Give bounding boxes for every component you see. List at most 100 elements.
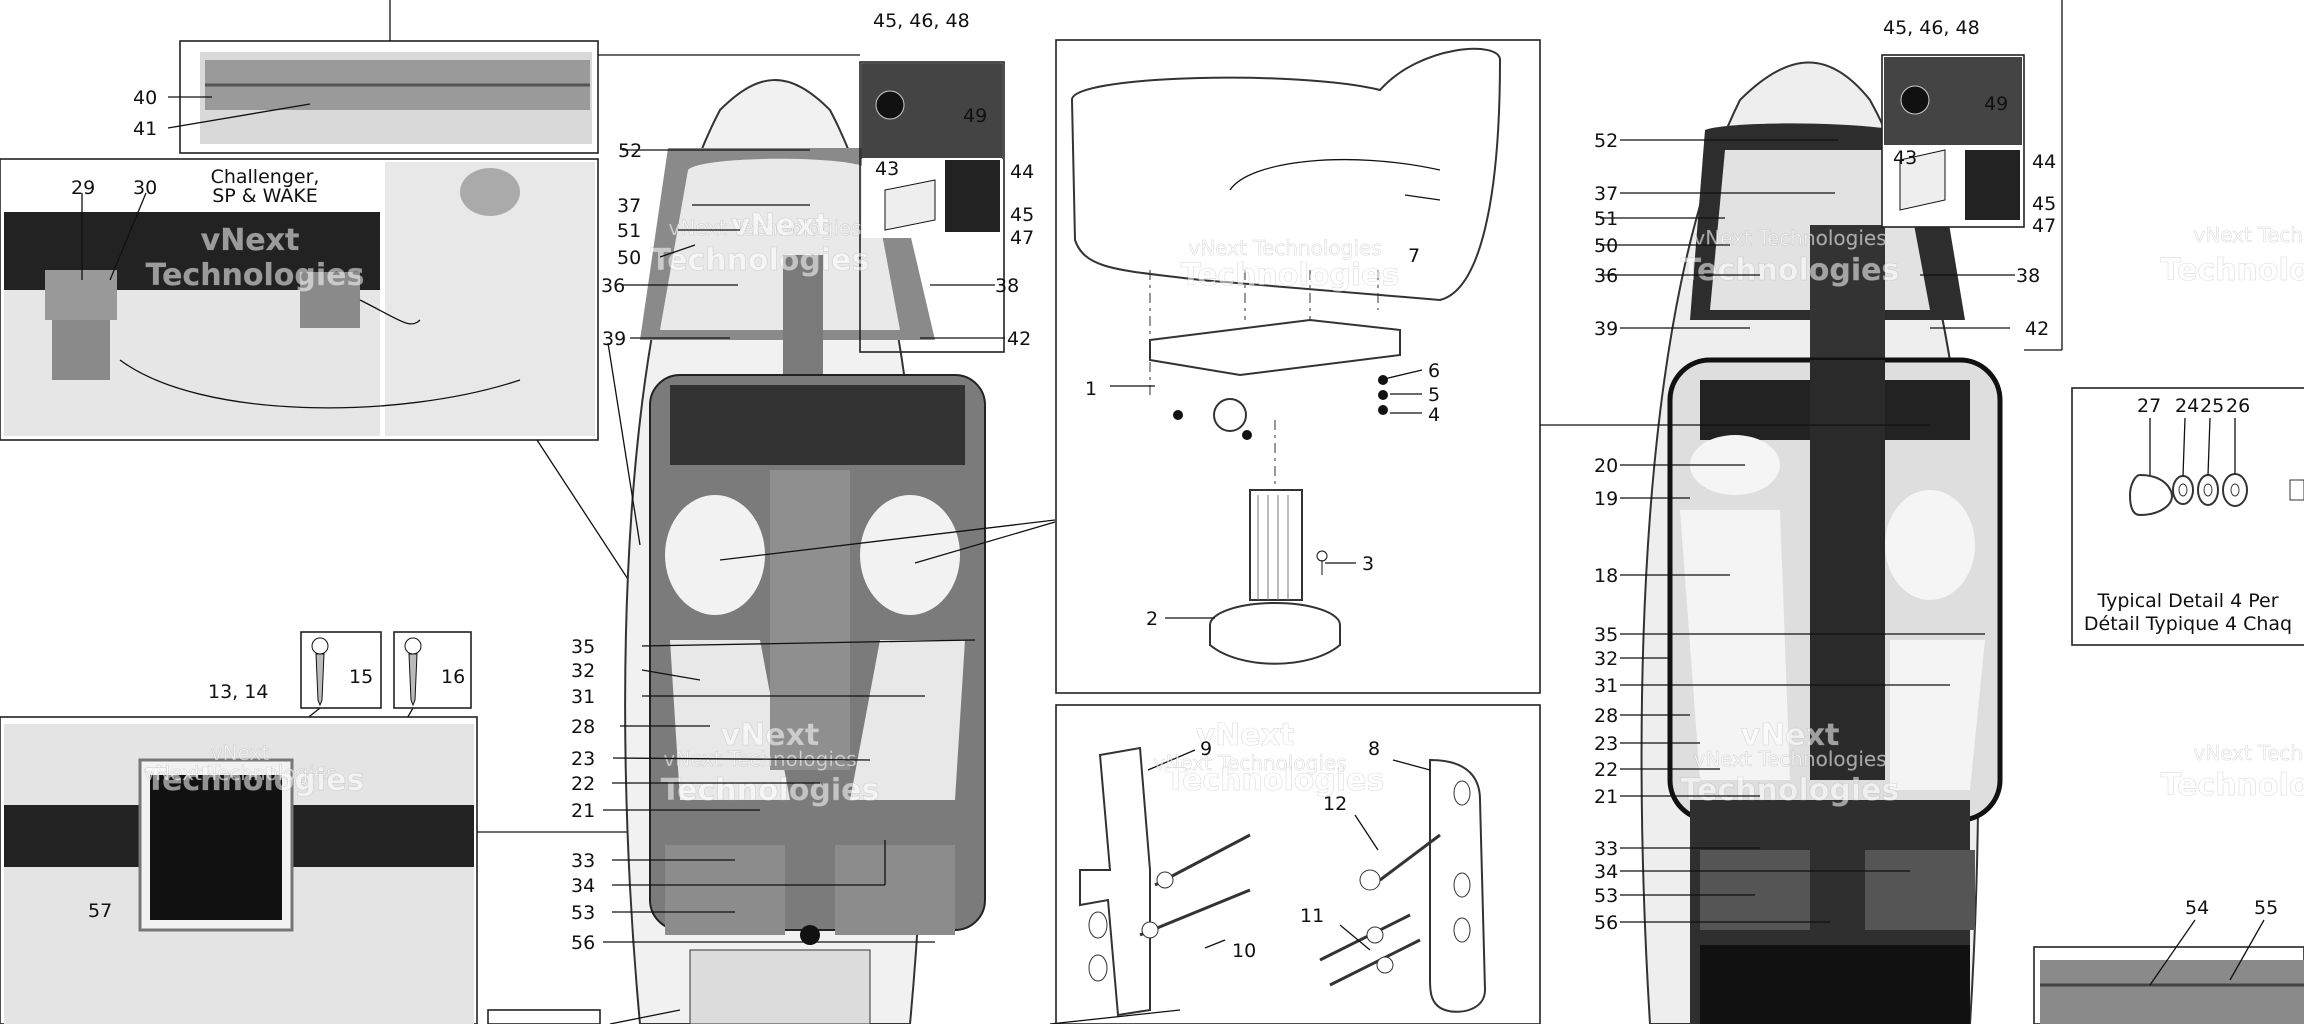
callout-8: 8 (1368, 738, 1380, 760)
callout-23: 23 (1594, 733, 1618, 755)
callout-55: 55 (2254, 897, 2278, 919)
callout-22: 22 (571, 773, 595, 795)
callout-37: 37 (617, 195, 641, 217)
callout-50: 50 (617, 247, 641, 269)
watermark: vNext (731, 208, 830, 243)
watermark: Technologies (146, 258, 365, 293)
callout-1: 1 (1085, 378, 1097, 400)
callout-26: 26 (2226, 395, 2250, 417)
seat-pedestal (1249, 489, 1303, 601)
callout-30: 30 (133, 177, 157, 199)
callout-38: 38 (995, 275, 1019, 297)
callout-35: 35 (1594, 624, 1618, 646)
callout-31: 31 (1594, 675, 1618, 697)
callout-16: 16 (441, 666, 465, 688)
callout-11: 11 (1300, 905, 1324, 927)
callout-45-46-48: 45, 46, 48 (1883, 17, 1980, 39)
bottom-hinge-panel (2033, 919, 2304, 1024)
boat-right: vNext Technologies Technologies vNext vN… (1540, 0, 2063, 1024)
bracket-right (300, 272, 360, 328)
callout-28: 28 (571, 716, 595, 738)
callout-56: 56 (571, 932, 595, 954)
callout-43: 43 (1893, 147, 1917, 169)
callout-21: 21 (571, 800, 595, 822)
mat-panel: vNext vNext Technologies Technologies (0, 716, 640, 1024)
callout-20: 20 (1594, 455, 1618, 477)
callout-50: 50 (1594, 235, 1618, 257)
callout-5: 5 (1428, 384, 1440, 406)
watermark: Technologies (1166, 763, 1385, 798)
callout-4: 4 (1428, 404, 1440, 426)
watermark: Technologies (146, 763, 365, 798)
callout-35: 35 (571, 636, 595, 658)
watermark: Technologies (651, 243, 870, 278)
watermark: Technologies (1181, 258, 1400, 293)
watermark: vNext Technologies (2193, 223, 2304, 247)
callout-43: 43 (875, 158, 899, 180)
watermark: vNext Technologies (1188, 236, 1381, 260)
callout-6: 6 (1428, 360, 1440, 382)
typical-detail-panel: Typical Detail 4 Per Détail Typique 4 Ch… (2071, 223, 2304, 803)
callout-49: 49 (963, 105, 987, 127)
bracket-9 (1079, 746, 1151, 1017)
callout-53: 53 (571, 902, 595, 924)
callout-39: 39 (602, 328, 626, 350)
callout-36: 36 (601, 275, 625, 297)
callout-9: 9 (1200, 738, 1212, 760)
callout-54: 54 (2185, 897, 2209, 919)
callout-41: 41 (133, 118, 157, 140)
callout-24: 24 (2175, 395, 2199, 417)
speaker (460, 168, 520, 216)
callout-51: 51 (617, 220, 641, 242)
callout-10: 10 (1232, 940, 1256, 962)
callout-2: 2 (1146, 608, 1158, 630)
callout-18: 18 (1594, 565, 1618, 587)
watermark: vNext (1741, 718, 1840, 753)
watermark: vNext (721, 718, 820, 753)
boat-center: vNext Technologies Technologies vNext vN… (607, 61, 1056, 1024)
callout-51: 51 (1594, 208, 1618, 230)
callout-32: 32 (571, 660, 595, 682)
typical-detail-fr: Détail Typique 4 Chaq (2084, 613, 2292, 635)
hinge-panel (167, 0, 860, 154)
bracket-panel: vNext Technologies Technologies vNext (1049, 704, 1541, 1024)
callout-45: 45 (1010, 204, 1034, 226)
callout-28: 28 (1594, 705, 1618, 727)
watermark: vNext Technologies (143, 761, 336, 785)
watermark: vNext Technologies (668, 216, 861, 240)
callout-33: 33 (1594, 838, 1618, 860)
mat-57 (150, 775, 282, 920)
cap-nut-27 (2128, 473, 2174, 517)
watermark: vNext Technologies (1693, 747, 1886, 771)
watermark: Technologies (1681, 773, 1900, 808)
callout-3: 3 (1362, 553, 1374, 575)
callout-40: 40 (133, 87, 157, 109)
callout-34: 34 (1594, 861, 1618, 883)
callout-42: 42 (1007, 328, 1031, 350)
callout-38: 38 (2016, 265, 2040, 287)
callout-44: 44 (1010, 161, 1034, 183)
callout-57: 57 (88, 900, 112, 922)
watermark: Technologies (1681, 253, 1900, 288)
watermark: vNext (1196, 718, 1295, 753)
watermark: Technologies (2161, 253, 2304, 288)
watermark: vNext (211, 741, 270, 765)
seat-right (860, 495, 960, 615)
callout-29: 29 (71, 177, 95, 199)
callout-19: 19 (1594, 488, 1618, 510)
callout-32: 32 (1594, 648, 1618, 670)
callout-45-46-48: 45, 46, 48 (873, 10, 970, 32)
watermark: vNext Technologies (2193, 741, 2304, 765)
callout-47: 47 (2032, 215, 2056, 237)
callout-42: 42 (2025, 318, 2049, 340)
callout-12: 12 (1323, 793, 1347, 815)
callout-37: 37 (1594, 183, 1618, 205)
fastener-boxes (229, 631, 472, 1024)
callout-13-14: 13, 14 (208, 681, 268, 703)
challenger-panel: Challenger, SP & WAKE vNext Technologies (0, 158, 721, 721)
callout-labels: 40 41 29 30 13, 14 15 16 57 45, 46, 48 4… (71, 10, 2278, 962)
callout-15: 15 (349, 666, 373, 688)
callout-21: 21 (1594, 786, 1618, 808)
callout-47: 47 (1010, 227, 1034, 249)
